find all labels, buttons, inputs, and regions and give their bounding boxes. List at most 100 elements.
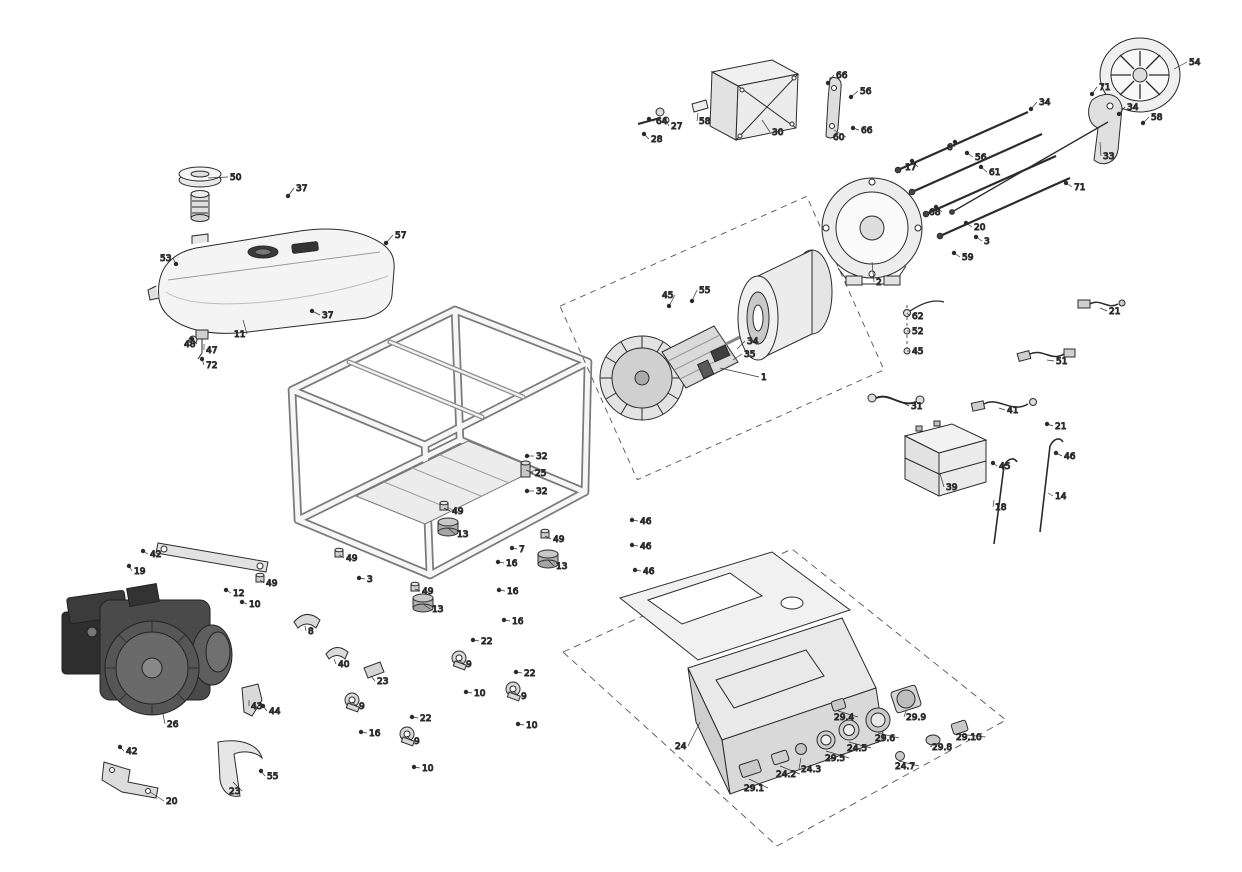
- part-number-label: 16: [369, 729, 381, 739]
- hardware-dot: [951, 250, 957, 256]
- hardware-dot: [1116, 111, 1122, 117]
- hardware-dot: [126, 563, 132, 569]
- part-number-label: 32: [536, 487, 547, 497]
- panel-dashed-box: [562, 548, 1007, 847]
- hardware-dot: [509, 545, 515, 551]
- spacer-25: [520, 460, 531, 478]
- part-number-label: 30: [772, 128, 784, 138]
- stator-housing: [821, 177, 923, 286]
- part-number-label: 24: [675, 742, 687, 752]
- part-number-label: 43: [251, 702, 262, 712]
- part-number-label: 10: [474, 689, 486, 699]
- leader-line: [929, 745, 933, 748]
- leader-line: [259, 579, 265, 584]
- part-number-label: 10: [422, 764, 434, 774]
- part-number-label: 6: [947, 143, 953, 153]
- hardware-dot: [964, 150, 970, 156]
- part-number-label: 46: [1064, 452, 1076, 462]
- wiring: [867, 299, 1126, 412]
- part-number-label: 34: [747, 337, 759, 347]
- part-number-label: 25: [535, 469, 546, 479]
- hardware-dot: [524, 453, 530, 459]
- part-number-label: 3: [984, 237, 990, 247]
- alternator-assembly: [559, 195, 885, 481]
- part-number-label: 22: [481, 637, 492, 647]
- part-number-label: 54: [1189, 58, 1201, 68]
- cable-starter: [970, 398, 1037, 412]
- leader-line: [761, 119, 771, 133]
- part-number-label: 49: [422, 587, 434, 597]
- part-number-label: 20: [166, 797, 178, 807]
- part-number-label: 29.4: [834, 713, 854, 723]
- part-number-label: 2: [876, 278, 882, 288]
- part-number-label: 34: [1039, 98, 1051, 108]
- hardware-dot: [825, 80, 831, 86]
- leader-line: [443, 507, 451, 512]
- leader-line: [871, 261, 875, 283]
- frame: [287, 305, 593, 580]
- spacer-bushings: [255, 460, 550, 592]
- clamp: [399, 726, 415, 747]
- part-number-label: 7: [519, 545, 525, 555]
- leader-line: [304, 625, 307, 632]
- part-number-label: 9: [414, 737, 420, 747]
- hardware-dot: [463, 689, 469, 695]
- shroud-bracket: [825, 77, 842, 139]
- brush-holder: [696, 344, 731, 380]
- part-number-label: 13: [457, 530, 468, 540]
- hardware-dot: [1089, 91, 1095, 97]
- vibration-mounts: [293, 614, 521, 747]
- part-number-label: 29.9: [906, 713, 926, 723]
- rotor: [599, 325, 755, 421]
- part-number-label: 55: [267, 772, 278, 782]
- hardware-dot: [689, 298, 695, 304]
- part-number-label: 34: [1127, 103, 1139, 113]
- hardware-dot: [239, 599, 245, 605]
- leader-line: [833, 129, 847, 138]
- part-number-label: 61: [989, 168, 1000, 178]
- part-number-label: 72: [206, 361, 217, 371]
- hardware-dot: [383, 240, 389, 246]
- hardware-dot: [140, 548, 146, 554]
- leader-line: [447, 527, 456, 535]
- part-number-label: 44: [269, 707, 281, 717]
- hardware-dot: [117, 744, 123, 750]
- part-number-label: 46: [643, 567, 655, 577]
- hardware-dot: [632, 567, 638, 573]
- part-number-label: 46: [640, 517, 652, 527]
- leader-line: [232, 781, 243, 792]
- part-number-label: 49: [452, 507, 464, 517]
- leader-line: [779, 765, 801, 775]
- part-number-label: 42: [150, 550, 161, 560]
- part-number-label: 62: [912, 312, 923, 322]
- part-number-label: 13: [556, 562, 567, 572]
- tank-badge: [291, 241, 319, 254]
- leader-line: [939, 473, 945, 488]
- fan-cover: [1099, 37, 1181, 113]
- part-number-label: 29.1: [744, 784, 764, 794]
- part-number-label: 51: [1056, 357, 1067, 367]
- part-number-label: 13: [432, 605, 443, 615]
- part-number-label: 22: [420, 714, 431, 724]
- fuel-tank: [158, 228, 395, 334]
- hardware-dot: [409, 714, 415, 720]
- clamp: [344, 692, 360, 713]
- part-number-label: 66: [861, 126, 873, 136]
- leader-line: [719, 367, 760, 378]
- hardware-dot: [850, 125, 856, 131]
- part-number-label: 45: [999, 462, 1010, 472]
- leader-line: [414, 588, 421, 592]
- hardware-dot: [1140, 120, 1146, 126]
- part-number-label: 17: [905, 163, 916, 173]
- leader-line: [512, 690, 520, 697]
- rubber-feet: [412, 517, 559, 613]
- leader-line: [207, 176, 229, 179]
- part-number-label: 28: [651, 135, 663, 145]
- part-number-label: 24.7: [895, 762, 915, 772]
- rocker-switch: [770, 749, 790, 766]
- hardware-dot: [1053, 450, 1059, 456]
- part-number-label: 60: [833, 133, 845, 143]
- hardware-dot: [470, 637, 476, 643]
- hardware-dot: [223, 587, 229, 593]
- hardware-dot: [952, 139, 958, 145]
